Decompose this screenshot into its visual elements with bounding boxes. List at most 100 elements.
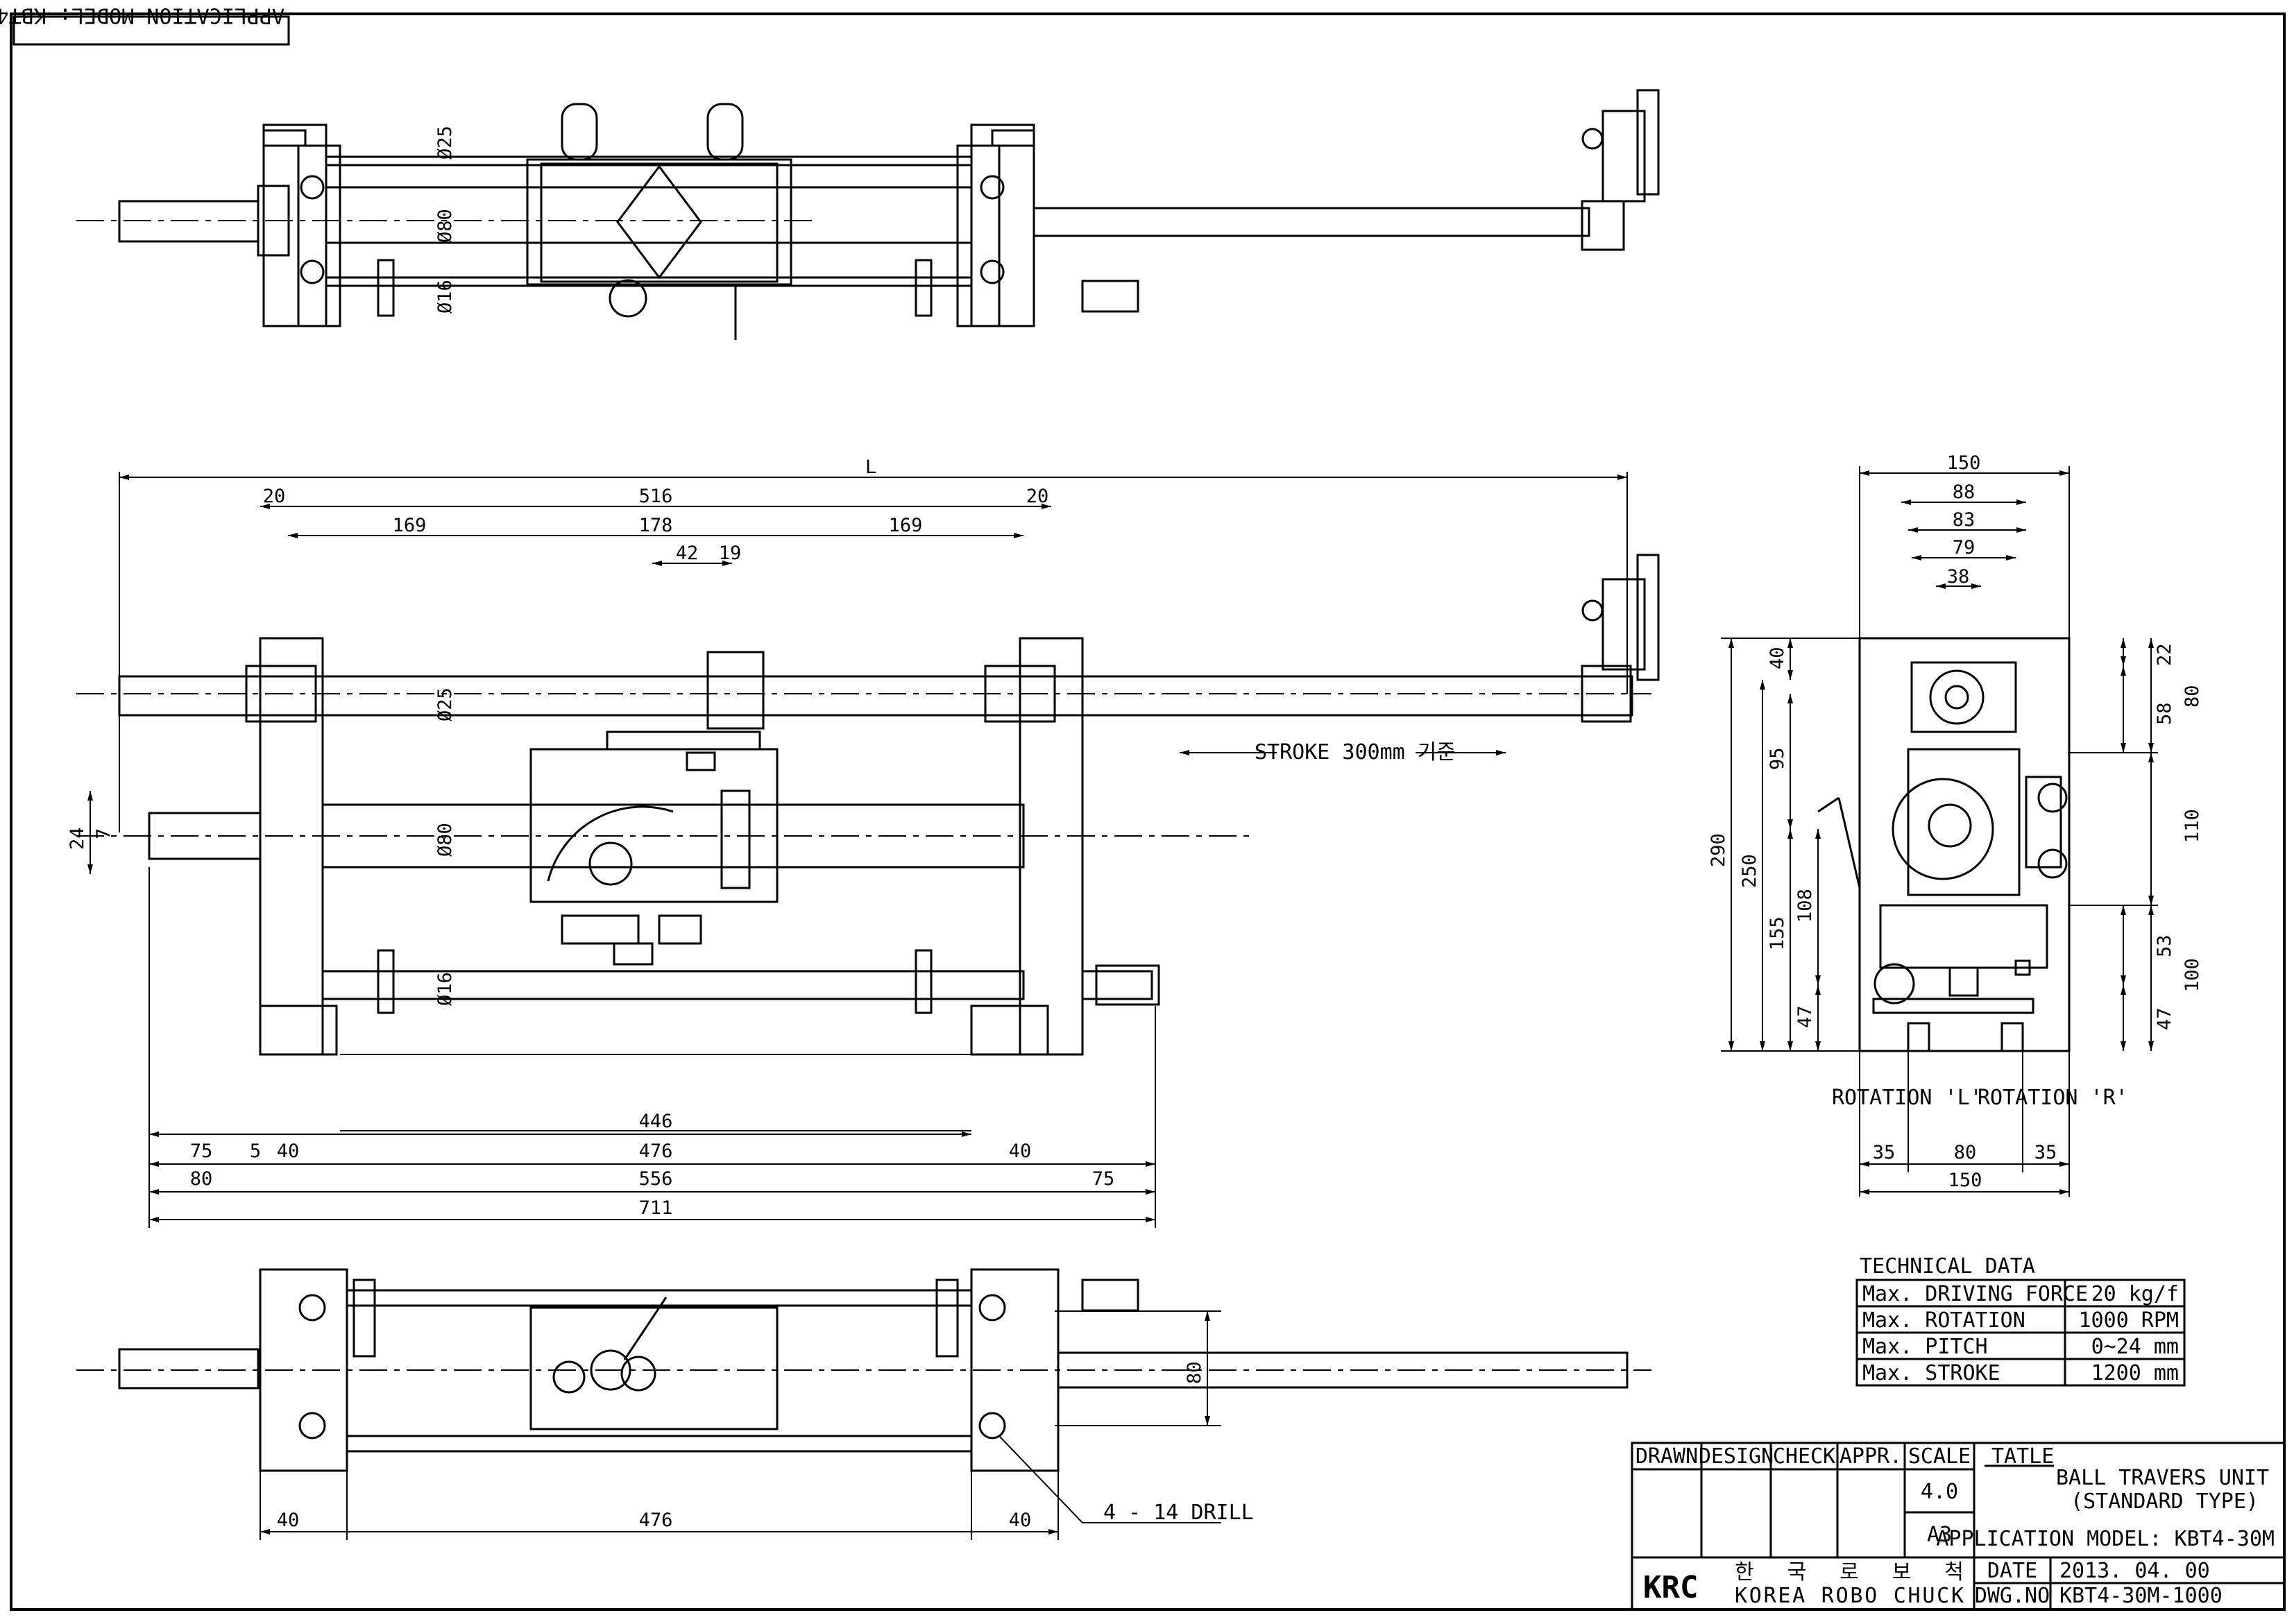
side-dim-110: 110 — [2182, 809, 2203, 843]
dim-476: 476 — [639, 1140, 673, 1162]
technical-data-table: TECHNICAL DATA Max. DRIVING FORCE 20 kg/… — [1855, 1254, 2186, 1387]
bottom-dim-40-left: 40 — [277, 1510, 300, 1531]
dim-20-left: 20 — [263, 486, 286, 507]
tb-title-line2: (STANDARD TYPE) — [2071, 1489, 2259, 1514]
dim-556: 556 — [639, 1168, 673, 1190]
bottom-view — [76, 1268, 1651, 1472]
side-dim-53: 53 — [2154, 934, 2175, 957]
top-dia-16: Ø16 — [434, 280, 456, 314]
side-dim-22: 22 — [2154, 643, 2175, 666]
dim-75-right: 75 — [1092, 1168, 1115, 1190]
top-view-labels: Ø25 Ø80 Ø16 — [434, 126, 456, 314]
top-view — [76, 89, 1660, 340]
front-view — [76, 554, 1660, 1056]
side-dim-150-bottom: 150 — [1948, 1170, 1982, 1191]
side-dim-38: 38 — [1947, 566, 1970, 588]
dim-80: 80 — [190, 1168, 213, 1190]
tech-row-label: Max. PITCH — [1862, 1335, 1988, 1359]
side-dim-83: 83 — [1953, 509, 1976, 531]
front-dim-labels: L 20 516 20 169 178 169 42 19 Ø25 Ø80 Ø1… — [67, 456, 1456, 1219]
tech-row-value: 1200 mm — [2091, 1361, 2179, 1385]
dim-L: L — [865, 456, 876, 478]
side-dim-155: 155 — [1767, 916, 1788, 950]
bottom-dimensions — [260, 1310, 1221, 1540]
dim-178: 178 — [639, 515, 673, 536]
side-dim-35-left: 35 — [1873, 1142, 1896, 1163]
side-dim-35-right: 35 — [2034, 1142, 2057, 1163]
side-dim-150-top: 150 — [1947, 452, 1981, 474]
top-dia-25: Ø25 — [434, 126, 456, 160]
tb-dwg-label: DWG.NO — [1975, 1584, 2050, 1608]
tech-row-value: 20 kg/f — [2091, 1282, 2179, 1306]
side-dim-290: 290 — [1708, 833, 1729, 867]
stroke-annotation: STROKE 300mm 기준 — [1255, 740, 1456, 764]
krc-logo: KRC — [1643, 1570, 1698, 1605]
tb-sheet-size: A3 — [1927, 1523, 1952, 1547]
dim-19: 19 — [719, 542, 742, 564]
front-dia-25: Ø25 — [434, 687, 456, 721]
bottom-dim-80: 80 — [1184, 1361, 1205, 1384]
side-dim-40: 40 — [1767, 647, 1788, 669]
bottom-dim-476: 476 — [639, 1510, 673, 1531]
company-name-korean: 한 국 로 보 척 — [1735, 1560, 1964, 1584]
sheet-border — [10, 12, 2286, 1611]
bottom-dim-40-right: 40 — [1009, 1510, 1032, 1531]
dim-40-right: 40 — [1009, 1140, 1032, 1162]
tb-title-line1: BALL TRAVERS UNIT — [2056, 1466, 2269, 1490]
company-name-english: KOREA ROBO CHUCK — [1735, 1584, 1964, 1608]
side-dim-88: 88 — [1953, 481, 1976, 503]
dim-24: 24 — [67, 827, 88, 850]
side-dim-100: 100 — [2182, 958, 2203, 992]
side-dim-47-right: 47 — [2154, 1007, 2175, 1030]
tb-header-appr: APPR. — [1840, 1444, 1902, 1469]
tb-header-design: DESIGN — [1699, 1444, 1774, 1469]
dim-446: 446 — [639, 1111, 673, 1132]
dim-20-right: 20 — [1026, 486, 1049, 507]
side-dim-80-bottom: 80 — [1954, 1142, 1977, 1163]
side-dim-108: 108 — [1794, 889, 1816, 923]
tb-scale-value: 4.0 — [1921, 1480, 1958, 1504]
tb-header-check: CHECK — [1773, 1444, 1835, 1469]
rotation-r-label: ROTATION 'R' — [1978, 1086, 2128, 1110]
technical-data-title: TECHNICAL DATA — [1860, 1254, 2035, 1279]
dim-40-left: 40 — [277, 1140, 300, 1162]
dim-5: 5 — [250, 1140, 261, 1162]
side-dim-250: 250 — [1739, 854, 1760, 888]
tb-date-value: 2013. 04. 00 — [2059, 1559, 2210, 1583]
side-dim-labels: 150 88 83 79 38 290 40 250 95 155 108 47… — [1708, 452, 2203, 1191]
front-dia-80: Ø80 — [434, 823, 456, 857]
front-dia-16: Ø16 — [434, 972, 456, 1006]
dim-42: 42 — [676, 542, 699, 564]
tb-dwg-value: KBT4-30M-1000 — [2059, 1584, 2223, 1608]
tb-tatle-label: TATLE — [1991, 1444, 2054, 1469]
front-dimensions — [87, 472, 1628, 1228]
tech-row-label: Max. ROTATION — [1862, 1308, 2025, 1333]
tech-row-label: Max. DRIVING FORCE — [1862, 1282, 2088, 1306]
dim-169-right: 169 — [889, 515, 923, 536]
tb-header-drawn: DRAWN — [1635, 1444, 1698, 1469]
side-dim-79: 79 — [1953, 537, 1976, 558]
application-model-label: APPLICATION MODEL: KBT4-30M — [0, 3, 290, 46]
side-dim-80-right: 80 — [2182, 685, 2203, 708]
app-model-text: APPLICATION MODEL: KBT4-30M — [0, 3, 284, 27]
tb-date-label: DATE — [1987, 1559, 2037, 1583]
side-dim-47-left: 47 — [1794, 1005, 1816, 1028]
dim-711: 711 — [639, 1197, 673, 1219]
top-dia-80: Ø80 — [434, 209, 456, 243]
tech-row-label: Max. STROKE — [1862, 1361, 2000, 1385]
title-block: DRAWN DESIGN CHECK APPR. SCALE TATLE BAL… — [1631, 1442, 2286, 1611]
dim-7: 7 — [93, 828, 114, 839]
tb-header-scale: SCALE — [1908, 1444, 1971, 1469]
side-dimensions — [1721, 466, 2158, 1197]
dim-516: 516 — [639, 486, 673, 507]
drill-annotation: 4 - 14 DRILL — [1103, 1501, 1254, 1525]
rotation-l-label: ROTATION 'L' — [1832, 1086, 1982, 1110]
dim-75-left: 75 — [190, 1140, 213, 1162]
side-dim-95: 95 — [1767, 747, 1788, 770]
bottom-dim-labels: 80 40 476 40 4 - 14 DRILL — [277, 1361, 1254, 1531]
tech-row-value: 1000 RPM — [2079, 1308, 2180, 1333]
dim-169-left: 169 — [393, 515, 427, 536]
side-dim-58: 58 — [2154, 702, 2175, 725]
